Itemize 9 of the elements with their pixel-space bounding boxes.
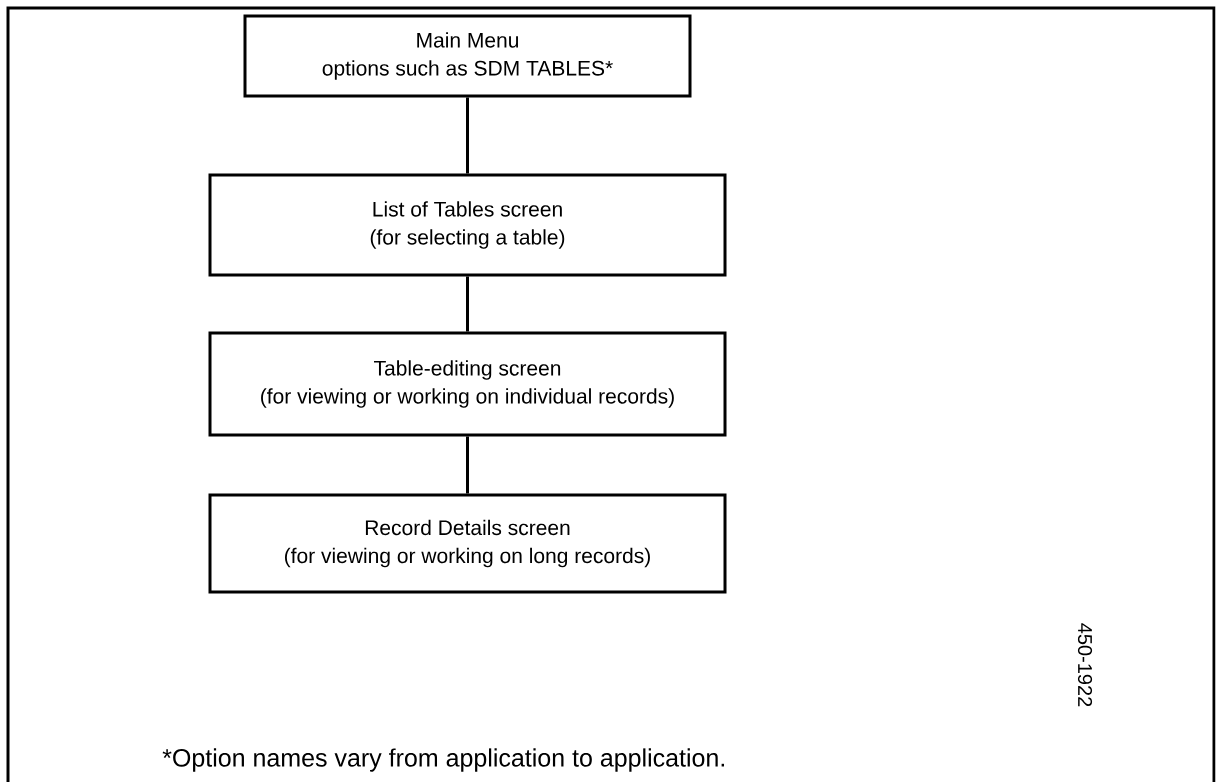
connector-line: [466, 276, 469, 332]
screen-box: Record Details screen (for viewing or working on long records): [208, 493, 727, 594]
screen-box: List of Tables screen (for selecting a table): [208, 173, 727, 277]
connector-line: [466, 436, 469, 494]
figure-number: 450-1922: [1077, 623, 1093, 707]
footnote: *Option names vary from application to application.: [162, 748, 724, 772]
screen-box: Table-editing screen (for viewing or working on individual records): [208, 331, 727, 437]
screen-box: Main Menu options such as SDM TABLES*: [243, 14, 692, 98]
connector-line: [466, 97, 469, 174]
